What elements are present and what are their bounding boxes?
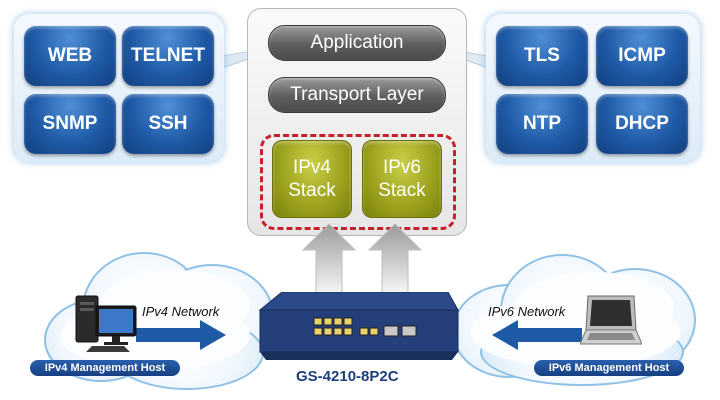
protocol-button-telnet: TELNET <box>122 26 214 86</box>
laptop-icon <box>580 295 642 345</box>
left-protocol-panel: WEB TELNET SNMP SSH <box>14 14 224 162</box>
protocol-button-tls: TLS <box>496 26 588 86</box>
right-protocol-panel: TLS ICMP NTP DHCP <box>486 14 700 162</box>
protocol-button-icmp: ICMP <box>596 26 688 86</box>
device-model-label: GS-4210-8P2C <box>296 368 399 385</box>
ipv4-arrow <box>136 320 226 350</box>
transport-layer: Transport Layer <box>268 77 446 113</box>
ipv6-host-label: IPv6 Management Host <box>534 360 684 376</box>
ipv4-stack: IPv4 Stack <box>272 140 352 218</box>
switch-device <box>258 292 459 360</box>
protocol-stack-panel: Application Transport Layer IPv4 Stack I… <box>247 8 467 236</box>
protocol-button-ssh: SSH <box>122 94 214 154</box>
ipv6-network-label: IPv6 Network <box>488 304 566 319</box>
ipv4-stack-line2: Stack <box>288 180 336 201</box>
ipv6-stack-line2: Stack <box>378 180 426 201</box>
ipv4-stack-line1: IPv4 <box>292 157 332 178</box>
ipv6-arrow <box>492 320 582 350</box>
protocol-button-ntp: NTP <box>496 94 588 154</box>
ipv4-network-label: IPv4 Network <box>142 304 220 319</box>
ipv6-stack-line1: IPv6 <box>382 157 422 178</box>
protocol-button-dhcp: DHCP <box>596 94 688 154</box>
protocol-button-web: WEB <box>24 26 116 86</box>
ip-stack-outline <box>260 134 456 230</box>
application-layer: Application <box>268 25 446 61</box>
ipv6-stack: IPv6 Stack <box>362 140 442 218</box>
protocol-button-snmp: SNMP <box>24 94 116 154</box>
desktop-computer-icon <box>75 295 137 352</box>
ipv4-host-label: IPv4 Management Host <box>30 360 180 376</box>
